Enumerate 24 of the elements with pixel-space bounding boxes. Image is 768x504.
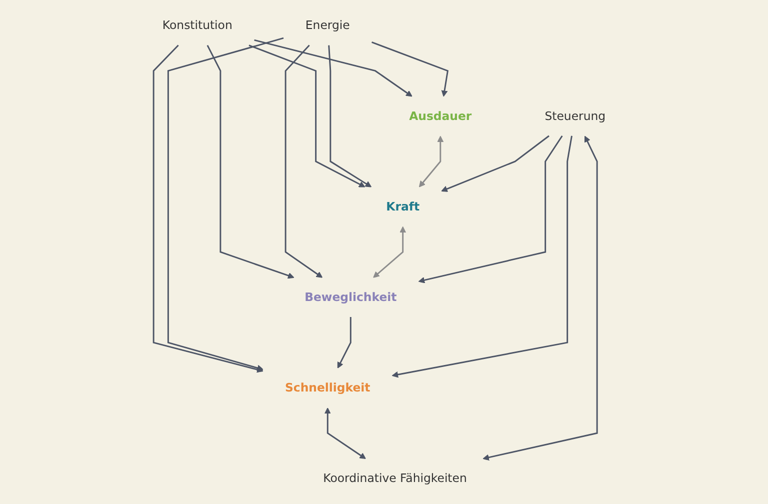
node-text: Koordinative Fähigkeiten [323,471,467,486]
arrow [284,44,323,278]
arrow [248,44,366,188]
node-text: Steuerung [544,108,606,123]
node-text: Kraft [386,199,420,214]
arrow [482,136,598,461]
arrow [372,42,449,97]
node-text: Konstitution [162,18,232,32]
arrow [206,44,294,279]
arrow [418,135,563,284]
arrow [392,136,572,378]
node-text: Schnelligkeit [284,380,370,394]
arrow [167,37,284,372]
node-text: Beweglichkeit [304,290,397,304]
node-text: Ausdauer [409,108,472,123]
arrow [418,136,444,188]
arrow [328,45,372,188]
arrow [152,44,264,373]
node-text: Energie [305,18,350,32]
arrow [373,226,406,278]
arrow [324,408,366,459]
arrow [441,135,550,192]
arrow [337,317,352,368]
arrow [254,39,412,97]
